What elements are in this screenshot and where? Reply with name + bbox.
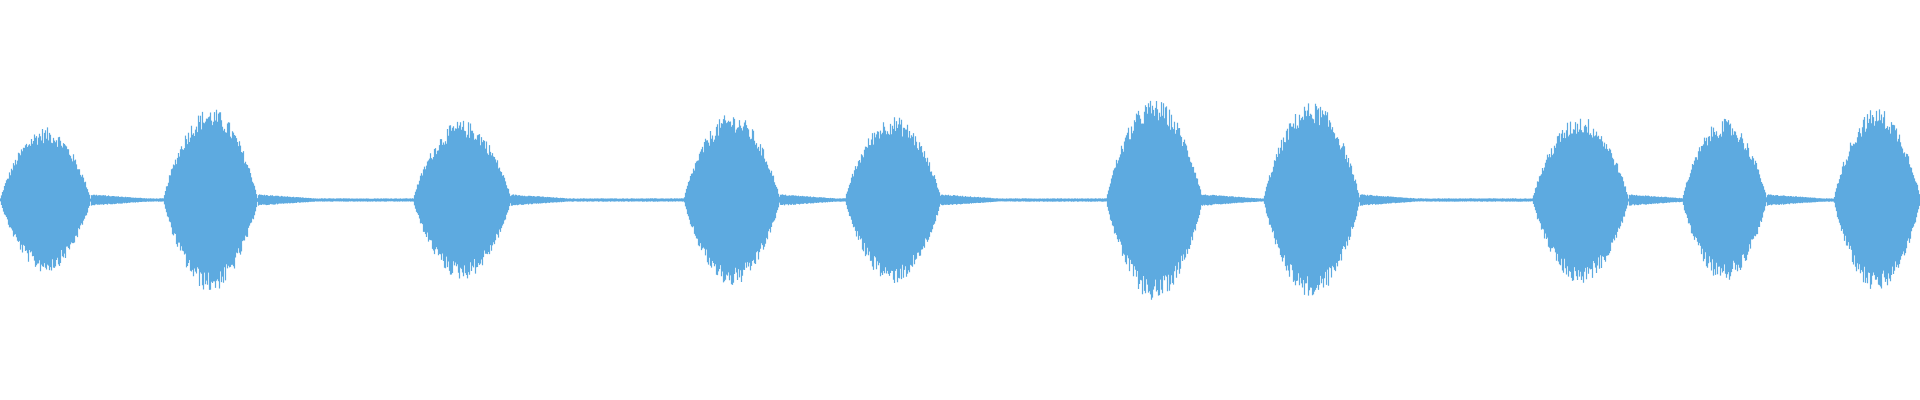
waveform-path <box>0 100 1920 300</box>
waveform-bars <box>0 100 1920 300</box>
